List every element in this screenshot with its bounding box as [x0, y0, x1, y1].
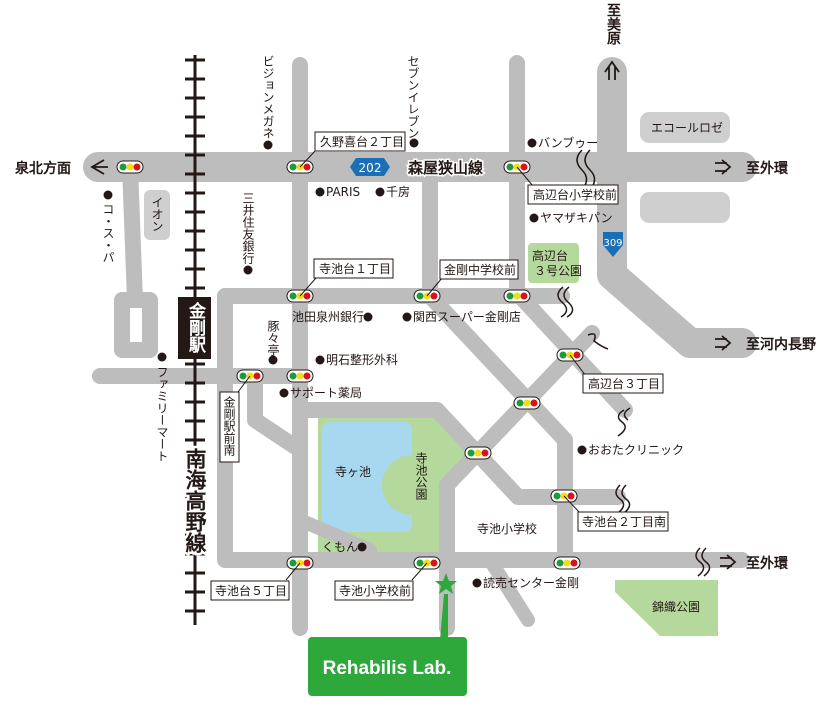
landmark-cospa: コ・ス・パ [101, 203, 115, 263]
direction-east-bottom: 至外環 [746, 555, 789, 572]
direction-north: 至美原 [605, 3, 621, 46]
arrow-north-icon [604, 60, 620, 80]
nishikori-park [615, 580, 718, 636]
route-309-badge: 309 [603, 232, 623, 257]
park-label-takabedai-2: ３号公園 [534, 264, 582, 278]
svg-text:高辺台３丁目: 高辺台３丁目 [588, 376, 660, 391]
arrow-west-icon [90, 159, 108, 175]
building-block [640, 192, 730, 223]
direction-east-top: 至外環 [746, 160, 789, 177]
svg-text:寺池台２丁目南: 寺池台２丁目南 [582, 514, 666, 529]
svg-text:金剛中学校前: 金剛中学校前 [444, 262, 516, 277]
landmark-aeon: イオン [150, 196, 164, 232]
traffic-light-icon [116, 160, 144, 174]
destination-label[interactable]: Rehabilis Lab. [323, 658, 452, 679]
svg-text:寺池台１丁目: 寺池台１丁目 [319, 261, 391, 276]
arrow-east-icon [715, 159, 732, 175]
landmark-akashi-clinic: 明石整形外科 [326, 352, 398, 367]
landmark-seven-eleven: セブンイレブン [406, 55, 420, 139]
railway-name: 南海高野線 [183, 447, 207, 553]
route-name: 森屋狭山線 [408, 159, 483, 177]
svg-text:寺池台５丁目: 寺池台５丁目 [215, 583, 287, 598]
traffic-light-icon [464, 446, 492, 460]
station-name: 金剛駅 [185, 301, 207, 354]
landmark-yomiuri-center: 読売センター金剛 [483, 575, 579, 590]
svg-text:309: 309 [603, 238, 622, 249]
svg-text:202: 202 [359, 161, 382, 175]
svg-text:久野喜台２丁目: 久野喜台２丁目 [320, 134, 404, 149]
destination-label-box[interactable] [308, 637, 467, 696]
landmark-bamboo: バンブゥー [538, 135, 598, 150]
landmark-yamazaki-pan: ヤマザキパン [540, 211, 613, 225]
landmark-support-pharmacy: サポート薬局 [290, 386, 362, 400]
landmark-smbc: 三井住友銀行 [241, 192, 255, 264]
landmark-chibo: 千房 [386, 184, 410, 199]
landmark-ota-clinic: おおたクリニック [588, 443, 684, 457]
traffic-light-icon [556, 348, 584, 362]
svg-text:寺池小学校前: 寺池小学校前 [339, 583, 411, 598]
landmark-tontontei: 豚々亭 [266, 320, 280, 356]
intersection-labels: 久野喜台２丁目 寺池台１丁目 金剛中学校前 高辺台小学校前 高辺台３丁目 寺池台… [210, 131, 669, 601]
route-202-badge: 202 [350, 158, 390, 176]
ecole-roze-building [640, 112, 730, 143]
landmark-kumon: くもん [322, 540, 358, 554]
svg-text:金剛駅前南: 金剛駅前南 [222, 395, 236, 456]
traffic-light-icon [286, 369, 314, 383]
park-label-terai: 寺池公園 [414, 452, 428, 500]
arrow-east-icon [720, 554, 737, 570]
park-label-takabedai: 高辺台 [532, 248, 568, 263]
landmark-kansai-super: 関西スーパー金剛店 [413, 309, 521, 324]
svg-text:高辺台小学校前: 高辺台小学校前 [533, 187, 617, 202]
traffic-light-icon [503, 289, 531, 303]
landmark-paris: PARIS [326, 185, 360, 199]
traffic-light-icon [513, 396, 541, 410]
station-box [178, 297, 211, 359]
pond-label: 寺ヶ池 [335, 465, 371, 479]
landmark-ikeda-senshu-bank: 池田泉州銀行 [292, 310, 364, 324]
traffic-light-icon [553, 556, 581, 570]
arrow-east-icon [715, 335, 732, 351]
school-label: 寺池小学校 [477, 521, 537, 536]
aeon-building [144, 190, 170, 240]
direction-west: 泉北方面 [15, 160, 71, 177]
landmark-vision-megane: ビジョンメガネ [261, 55, 275, 139]
destination-star-icon [435, 573, 457, 594]
park-label-nishikori: 錦織公園 [652, 599, 700, 614]
landmarks: ビジョンメガネ セブンイレブン PARIS 千房 バンブゥー ヤマザキパン エコ… [101, 55, 723, 614]
landmark-familymart: ファミリーマート [155, 366, 169, 462]
landmark-ecole-roze: エコールロゼ [651, 121, 723, 135]
takabedai-3-park [528, 243, 579, 283]
direction-east-middle: 至河内長野 [746, 336, 816, 353]
